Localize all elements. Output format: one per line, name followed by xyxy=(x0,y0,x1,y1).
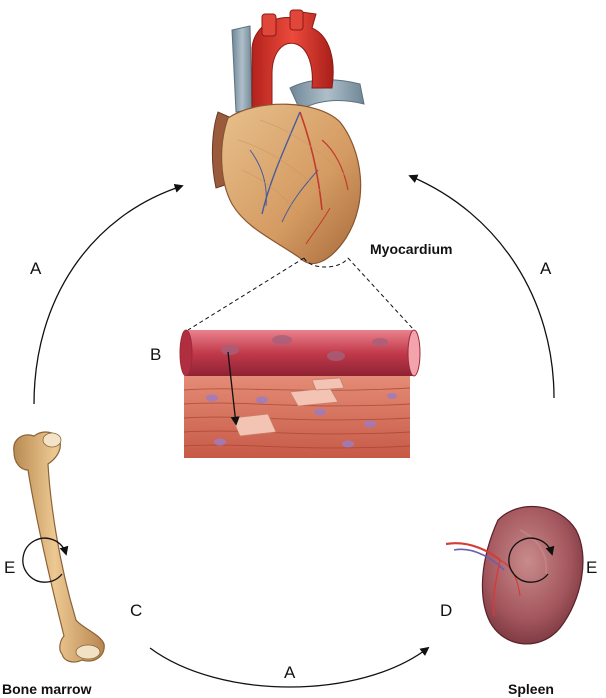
label-e-left: E xyxy=(4,558,15,577)
label-a-bottom: A xyxy=(284,663,296,682)
label-bone-marrow: Bone marrow xyxy=(2,681,92,697)
heart-illustration xyxy=(211,9,365,265)
tissue-block-illustration xyxy=(179,329,421,458)
label-myocardium: Myocardium xyxy=(370,241,452,257)
label-d: D xyxy=(440,601,452,620)
arrow-bone-to-heart xyxy=(33,183,184,405)
arrow-spleen-to-heart xyxy=(408,174,555,399)
extravasation-arrow xyxy=(227,351,240,426)
femur-illustration xyxy=(13,431,105,663)
label-b: B xyxy=(150,345,161,364)
circulation-arrows xyxy=(33,174,555,688)
self-renewal-loop-right xyxy=(508,537,555,583)
self-renewal-loop-left xyxy=(22,537,69,583)
arrow-bone-to-spleen xyxy=(149,646,430,688)
label-e-right: E xyxy=(586,558,597,577)
label-spleen: Spleen xyxy=(508,681,554,697)
label-a-right: A xyxy=(540,259,552,278)
label-c: C xyxy=(130,601,142,620)
label-a-left: A xyxy=(30,259,42,278)
zoom-guide-lines xyxy=(187,257,415,331)
